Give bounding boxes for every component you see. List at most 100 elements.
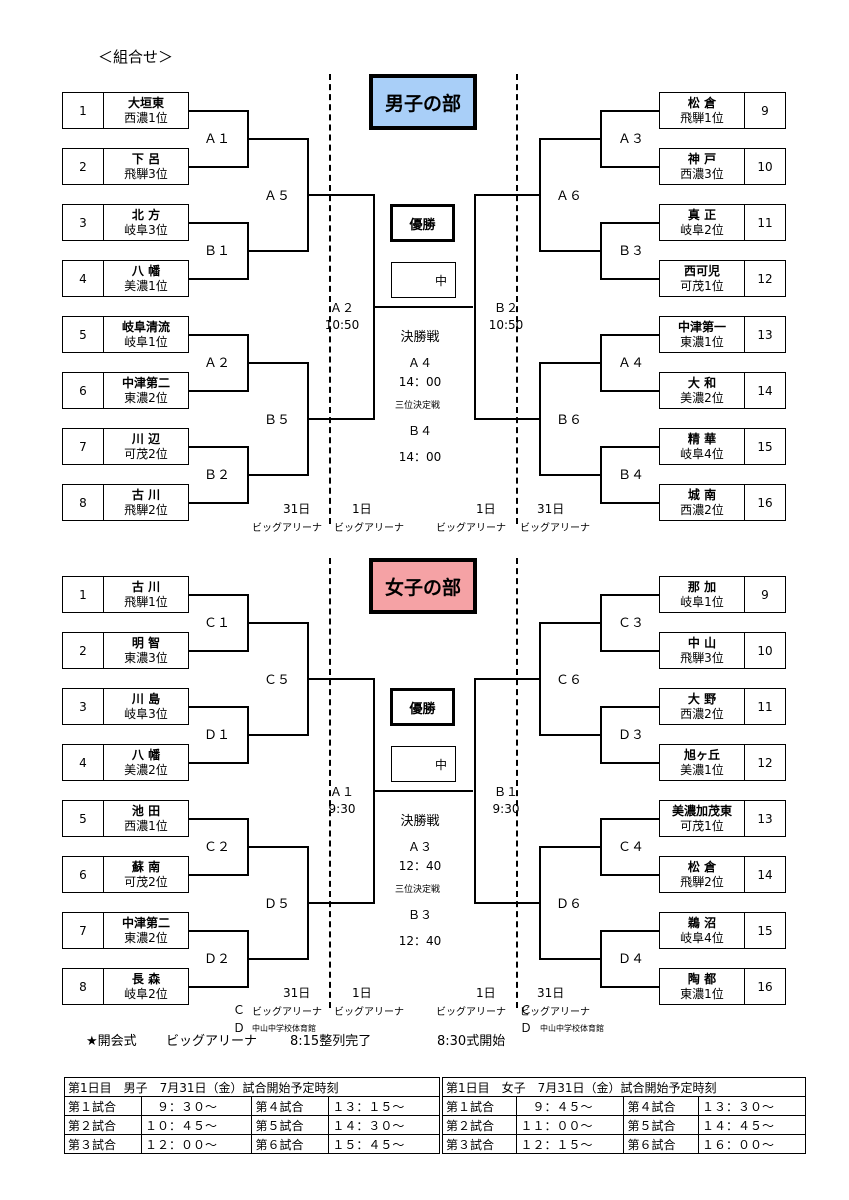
bracket-line: [474, 678, 476, 904]
team-rank: 岐阜3位: [124, 222, 168, 237]
game-number: 第３試合: [64, 1134, 142, 1154]
team-name: 城 南: [687, 487, 717, 502]
bracket-line: [600, 446, 602, 504]
bracket-line: [474, 418, 540, 420]
team-info: 美濃加茂東可茂1位: [660, 801, 744, 836]
team-info: 大 和美濃2位: [660, 373, 744, 408]
men-section-title: 男子の部: [369, 74, 477, 130]
team-number: 4: [63, 745, 104, 780]
bracket-line: [307, 678, 375, 680]
team-number: 1: [63, 577, 104, 612]
team-info: 松 倉飛騨1位: [660, 93, 744, 128]
match-label: Ａ６: [556, 189, 583, 204]
bracket-line: [189, 930, 249, 932]
team-name: 池 田: [131, 803, 161, 818]
team-rank: 飛騨2位: [124, 502, 168, 517]
semi-left-label: Ａ２: [329, 301, 354, 315]
bracket-line: [247, 958, 309, 960]
third-time: 12：40: [398, 934, 442, 948]
bracket-line: [474, 678, 540, 680]
bracket-line: [307, 194, 375, 196]
team-name: 美濃加茂東: [671, 803, 732, 818]
team-number: 2: [63, 149, 104, 184]
team-rank: 飛騨2位: [680, 874, 724, 889]
team-rank: 岐阜1位: [124, 334, 168, 349]
team-info: 北 方岐阜3位: [104, 205, 188, 240]
bracket-line: [600, 110, 660, 112]
team-info: 八 幡美濃2位: [104, 745, 188, 780]
team-info: 城 南西濃2位: [660, 485, 744, 520]
team-number: 13: [744, 801, 785, 836]
venue-label: ビッグアリーナ: [436, 523, 506, 534]
team-name: 旭ヶ丘: [683, 747, 720, 762]
team-name: 川 島: [131, 691, 161, 706]
team-name: 北 方: [131, 207, 161, 222]
team-info: 池 田西濃1位: [104, 801, 188, 836]
final-game: Ａ４: [407, 356, 432, 370]
team-rank: 岐阜2位: [680, 222, 724, 237]
game-time: １１：００〜: [516, 1115, 625, 1135]
team-name: 大 和: [687, 375, 717, 390]
bracket-line: [600, 594, 602, 652]
opening-start: 8:30式開始: [437, 1034, 506, 1049]
bracket-line: [189, 334, 249, 336]
divider-dashed-line: [329, 74, 331, 524]
match-label: Ａ２: [204, 356, 231, 371]
team-rank: 岐阜3位: [124, 706, 168, 721]
match-label: Ｄ５: [264, 897, 291, 912]
team-name: 西可児: [683, 263, 720, 278]
bracket-line: [189, 390, 249, 392]
game-number: 第５試合: [623, 1115, 699, 1135]
venue-letter: Ｄ: [233, 1021, 246, 1035]
team-rank: 飛騨3位: [680, 650, 724, 665]
team-name: 川 辺: [131, 431, 161, 446]
team-rank: 岐阜1位: [680, 594, 724, 609]
team-number: 8: [63, 485, 104, 520]
match-label: Ｄ４: [618, 952, 645, 967]
semi-left-time: 10:50: [324, 318, 360, 332]
day-label: 1日: [476, 502, 496, 516]
semi-right-label: Ｂ１: [493, 785, 518, 799]
match-label: Ｂ２: [204, 468, 231, 483]
team-number: 10: [744, 633, 785, 668]
bracket-line: [539, 622, 601, 624]
champion-box: 優勝: [390, 204, 455, 242]
team-number: 1: [63, 93, 104, 128]
bracket-line: [539, 474, 601, 476]
final-label: 決勝戦: [400, 814, 440, 829]
bracket-line: [539, 138, 601, 140]
team-info: 神 戸西濃3位: [660, 149, 744, 184]
semi-right-time: 9:30: [492, 802, 520, 816]
women-section-title: 女子の部: [369, 558, 477, 614]
bracket-line: [600, 818, 602, 876]
bracket-line: [189, 986, 249, 988]
team-info: 中津第二東濃2位: [104, 913, 188, 948]
team-name: 松 倉: [687, 859, 717, 874]
team-info: 旭ヶ丘美濃1位: [660, 745, 744, 780]
team-info: 岐阜清流岐阜1位: [104, 317, 188, 352]
bracket-line: [600, 166, 660, 168]
day-label: 1日: [476, 986, 496, 1000]
team-info: 八 幡美濃1位: [104, 261, 188, 296]
game-time: １６：００〜: [697, 1134, 807, 1154]
team-number: 14: [744, 373, 785, 408]
third-time: 14：00: [398, 450, 442, 464]
match-label: Ａ４: [618, 356, 645, 371]
semi-left-time: 9:30: [328, 802, 356, 816]
game-time: ９：４５〜: [516, 1096, 625, 1116]
game-time: １４：４５〜: [697, 1115, 807, 1135]
semi-right-time: 10:50: [488, 318, 524, 332]
match-label: Ｄ６: [556, 897, 583, 912]
